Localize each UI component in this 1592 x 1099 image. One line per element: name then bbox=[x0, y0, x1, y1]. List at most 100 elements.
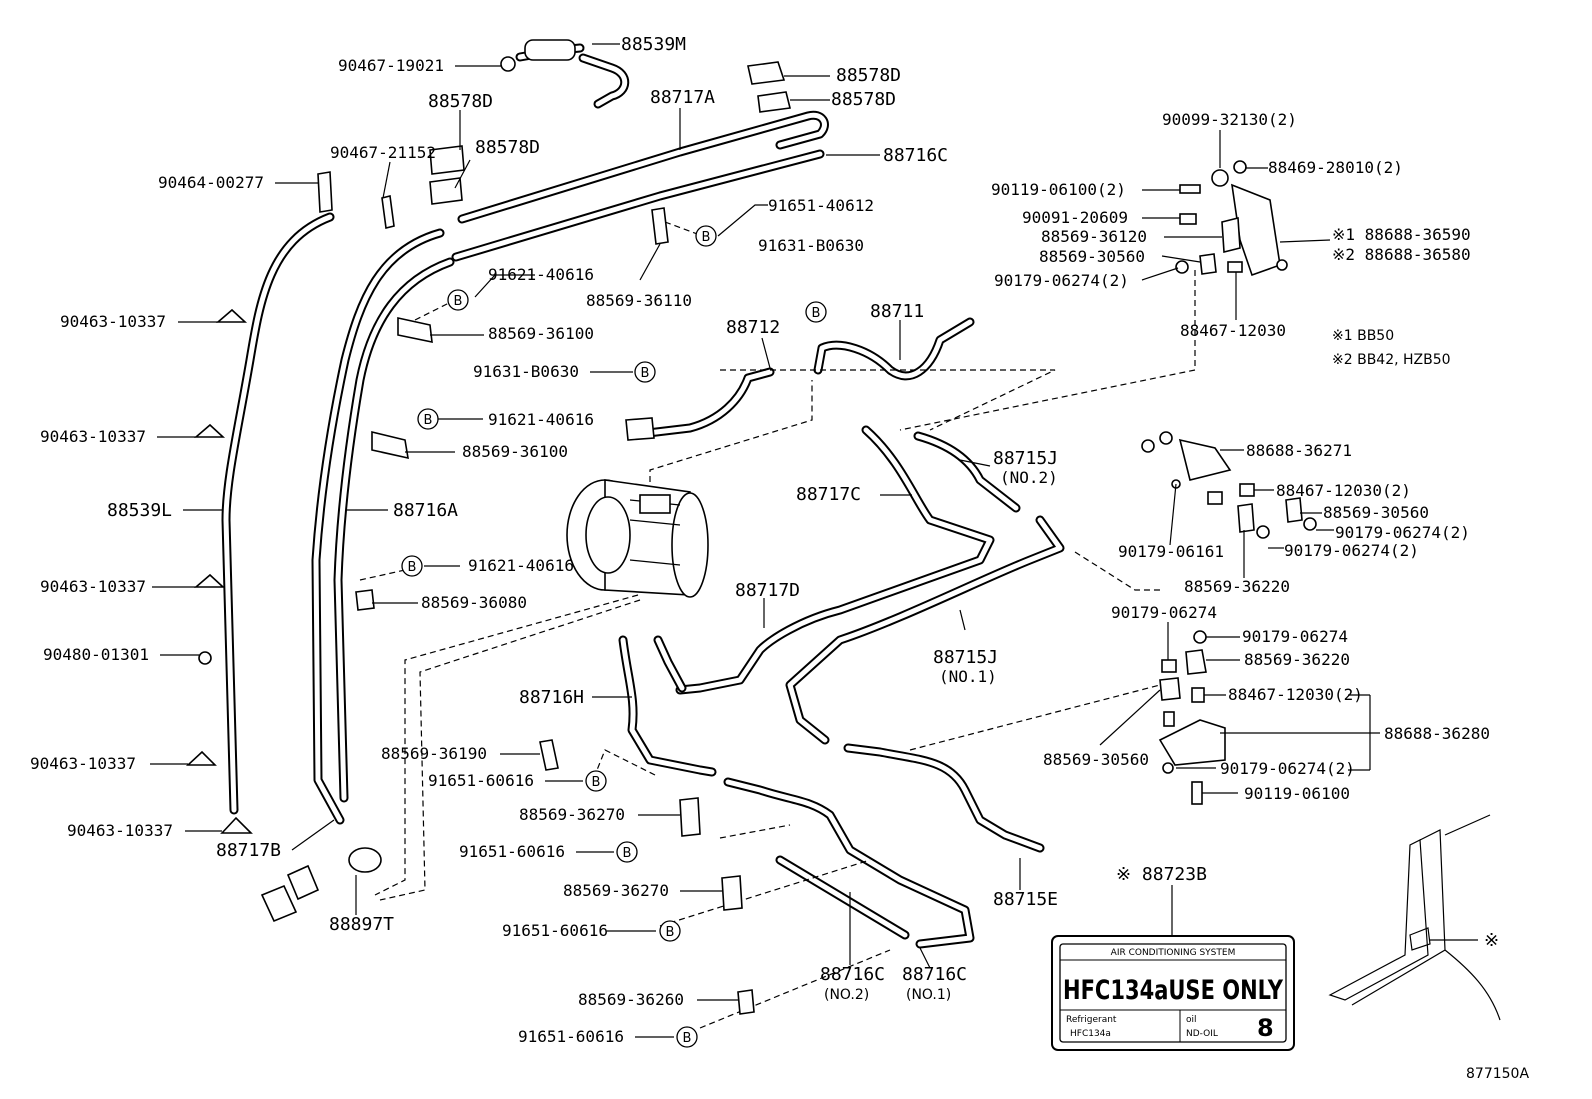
label-91621-40616: 91621-40616 bbox=[488, 265, 594, 284]
label-88539M: 88539M bbox=[621, 34, 686, 55]
label-88569-36260: 88569-36260 bbox=[578, 990, 684, 1009]
b-marker-7: B bbox=[585, 770, 607, 792]
label-88717B: 88717B bbox=[216, 840, 281, 861]
label-91631-B0630: 91631-B0630 bbox=[758, 236, 864, 255]
label-88569-36110: 88569-36110 bbox=[586, 291, 692, 310]
label-88711: 88711 bbox=[870, 301, 924, 322]
label-88688-36580: ※2 88688-36580 bbox=[1332, 245, 1471, 264]
label-88715E: 88715E bbox=[993, 889, 1058, 910]
svg-text:B: B bbox=[623, 846, 632, 861]
label-90463-10337: 90463-10337 bbox=[60, 312, 166, 331]
label-88712: 88712 bbox=[726, 317, 780, 338]
label-88688-36280: 88688-36280 bbox=[1384, 724, 1490, 743]
compressor bbox=[566, 479, 709, 598]
b-marker-9: B bbox=[659, 920, 681, 942]
caution-label-refrigerant-value: HFC134a bbox=[1070, 1029, 1111, 1039]
pipes bbox=[221, 43, 1065, 949]
label-90179-06274: 90179-06274 bbox=[1242, 627, 1348, 646]
label-88717A: 88717A bbox=[650, 87, 715, 108]
label-88688-36271: 88688-36271 bbox=[1246, 441, 1352, 460]
svg-text:B: B bbox=[454, 294, 463, 309]
b-marker-1: B bbox=[695, 225, 717, 247]
label-88469-28010: 88469-28010(2) bbox=[1268, 158, 1403, 177]
label-88467-12030: 88467-12030(2) bbox=[1276, 481, 1411, 500]
label-88716C-sub: (NO.1) bbox=[906, 987, 951, 1003]
label-88569-36220: 88569-36220 bbox=[1244, 650, 1350, 669]
label-88569-36220: 88569-36220 bbox=[1184, 577, 1290, 596]
label-88897T: 88897T bbox=[329, 914, 394, 935]
label-90463-10337: 90463-10337 bbox=[40, 577, 146, 596]
label-88569-36270: 88569-36270 bbox=[563, 881, 669, 900]
label-88717D: 88717D bbox=[735, 580, 800, 601]
label-88715J: 88715J bbox=[933, 647, 998, 668]
label-91651-60616: 91651-60616 bbox=[459, 842, 565, 861]
part-labels: 88539M 90467-19021 88578D 88578D 88578D … bbox=[30, 34, 1499, 1046]
label-91631-B0630: 91631-B0630 bbox=[473, 362, 579, 381]
label-88539L: 88539L bbox=[107, 500, 172, 521]
label-88716A: 88716A bbox=[393, 500, 458, 521]
note-1: ※1 BB50 bbox=[1332, 328, 1394, 344]
svg-text:B: B bbox=[424, 413, 433, 428]
label-90179-06161: 90179-06161 bbox=[1118, 542, 1224, 561]
label-88569-36100: 88569-36100 bbox=[462, 442, 568, 461]
label-90467-21152: 90467-21152 bbox=[330, 143, 436, 162]
svg-text:B: B bbox=[683, 1031, 692, 1046]
body-mark: ※ bbox=[1484, 930, 1499, 951]
label-88716H: 88716H bbox=[519, 687, 584, 708]
label-88569-30560: 88569-30560 bbox=[1043, 750, 1149, 769]
label-88717C: 88717C bbox=[796, 484, 861, 505]
label-90099-32130: 90099-32130(2) bbox=[1162, 110, 1297, 129]
b-marker-5: B bbox=[417, 408, 439, 430]
b-marker-3: B bbox=[805, 301, 827, 323]
label-88569-36270: 88569-36270 bbox=[519, 805, 625, 824]
label-88716C: 88716C bbox=[902, 964, 967, 985]
label-91651-40612: 91651-40612 bbox=[768, 196, 874, 215]
body-location-inset bbox=[1328, 814, 1501, 1021]
label-90480-01301: 90480-01301 bbox=[43, 645, 149, 664]
svg-text:B: B bbox=[812, 306, 821, 321]
caution-label: AIR CONDITIONING SYSTEM HFC134aUSE ONLY … bbox=[1051, 935, 1295, 1051]
svg-text:B: B bbox=[641, 366, 650, 381]
dashed-relations bbox=[359, 221, 1196, 1029]
label-88569-30560: 88569-30560 bbox=[1039, 247, 1145, 266]
label-88467-12030: 88467-12030(2) bbox=[1228, 685, 1363, 704]
label-91621-40616: 91621-40616 bbox=[488, 410, 594, 429]
label-90179-06274: 90179-06274 bbox=[1111, 603, 1217, 622]
label-90119-06100: 90119-06100 bbox=[1244, 784, 1350, 803]
label-88467-12030: 88467-12030 bbox=[1180, 321, 1286, 340]
label-90463-10337: 90463-10337 bbox=[40, 427, 146, 446]
label-90464-00277: 90464-00277 bbox=[158, 173, 264, 192]
label-90179-06274: 90179-06274(2) bbox=[1335, 523, 1470, 542]
caution-label-oil: oil bbox=[1186, 1015, 1197, 1025]
label-90119-06100: 90119-06100(2) bbox=[991, 180, 1126, 199]
label-88578D: 88578D bbox=[836, 65, 901, 86]
note-2: ※2 BB42, HZB50 bbox=[1332, 352, 1451, 368]
label-91621-40616: 91621-40616 bbox=[468, 556, 574, 575]
label-88715J-sub: (NO.2) bbox=[1000, 468, 1058, 487]
label-88688-36590: ※1 88688-36590 bbox=[1332, 225, 1471, 244]
label-90091-20609: 90091-20609 bbox=[1022, 208, 1128, 227]
b-marker-6: B bbox=[401, 555, 423, 577]
label-91651-60616: 91651-60616 bbox=[518, 1027, 624, 1046]
label-88569-30560: 88569-30560 bbox=[1323, 503, 1429, 522]
label-88716C: 88716C bbox=[820, 964, 885, 985]
label-90463-10337: 90463-10337 bbox=[30, 754, 136, 773]
label-88578D: 88578D bbox=[428, 91, 493, 112]
label-88723B: ※ 88723B bbox=[1116, 864, 1207, 885]
label-88716C-sub: (NO.2) bbox=[824, 987, 869, 1003]
diagram-ref: 877150A bbox=[1466, 1066, 1529, 1082]
b-marker-2: B bbox=[447, 289, 469, 311]
small-parts bbox=[185, 39, 1317, 1015]
caution-label-header: AIR CONDITIONING SYSTEM bbox=[1111, 948, 1236, 958]
caution-label-oil-number: 8 bbox=[1257, 1014, 1274, 1042]
svg-text:B: B bbox=[666, 925, 675, 940]
b-marker-10: B bbox=[676, 1026, 698, 1048]
label-90467-19021: 90467-19021 bbox=[338, 56, 444, 75]
b-markers: B B B B B B B B B B bbox=[401, 225, 827, 1048]
leader-lines bbox=[150, 43, 1478, 1038]
label-88715J-sub: (NO.1) bbox=[939, 667, 997, 686]
label-90179-06274: 90179-06274(2) bbox=[994, 271, 1129, 290]
b-marker-4: B bbox=[634, 361, 656, 383]
label-88569-36100: 88569-36100 bbox=[488, 324, 594, 343]
